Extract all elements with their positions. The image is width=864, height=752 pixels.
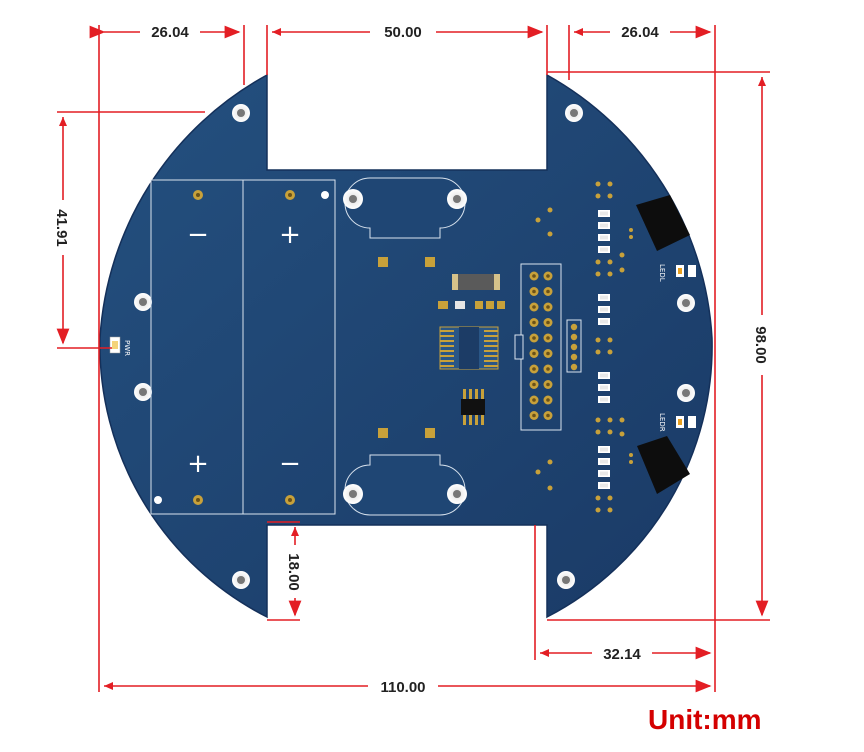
right-vias: [535, 181, 625, 513]
dim-bottom-notch-height: 18.00: [285, 553, 302, 591]
battery-minus-bottom-right: −: [279, 449, 301, 479]
ir-sensor-right: [629, 436, 690, 494]
dim-left-notch-width: 26.04: [151, 24, 189, 41]
header-connector: [514, 263, 582, 431]
pwr-led: [109, 336, 121, 354]
ledl-label: LEDL: [658, 264, 666, 282]
dim-left-height: 41.91: [53, 209, 70, 247]
dim-right-notch-width: 26.04: [621, 24, 659, 41]
smd-passives: [438, 301, 505, 309]
dim-center-gap-width: 50.00: [384, 24, 422, 41]
dim-bottom-right-width: 32.14: [603, 646, 641, 663]
battery-holder: [150, 179, 336, 515]
right-smd-column: [598, 210, 610, 489]
dimension-lines: [56, 25, 770, 693]
unit-label: Unit:mm: [648, 704, 762, 735]
pwr-label: PWR: [123, 340, 131, 356]
square-pads: [378, 257, 435, 438]
battery-plus-top-right: +: [279, 220, 301, 250]
dim-total-width: 110.00: [380, 679, 425, 696]
caster-mount-bottom: [343, 454, 467, 516]
battery-minus-top-left: −: [187, 220, 209, 250]
caster-mount-top: [343, 177, 467, 239]
pcb-board: [99, 73, 713, 619]
battery-pads: [154, 190, 329, 505]
ledr-label: LEDR: [658, 413, 666, 432]
regulator-ic: [461, 389, 485, 425]
mounting-holes: [134, 104, 695, 589]
led-indicators: [676, 265, 696, 428]
ir-sensor-left: [629, 195, 690, 251]
inductor: [452, 274, 500, 290]
motor-driver-ic: [439, 326, 499, 370]
dimension-arrowheads-start: [59, 28, 766, 690]
battery-plus-bottom-left: +: [187, 449, 209, 479]
dim-right-height: 98.00: [752, 326, 769, 364]
